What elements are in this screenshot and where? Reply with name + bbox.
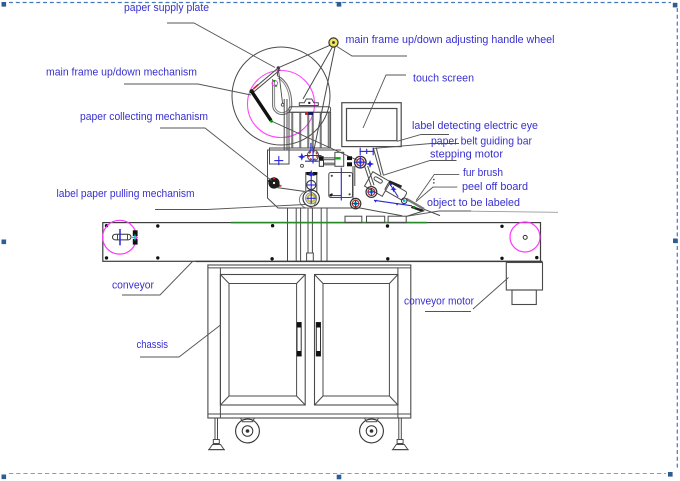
svg-text:label paper pulling mechanism: label paper pulling mechanism bbox=[57, 188, 195, 200]
svg-text:main frame up/down mechanism: main frame up/down mechanism bbox=[46, 67, 197, 79]
svg-text:paper belt guiding bar: paper belt guiding bar bbox=[431, 136, 532, 148]
svg-text:stepping motor: stepping motor bbox=[430, 149, 503, 161]
svg-text:paper supply plate: paper supply plate bbox=[124, 2, 209, 14]
svg-text:conveyor motor: conveyor motor bbox=[404, 296, 474, 308]
svg-text:main frame up/down adjusting h: main frame up/down adjusting handle whee… bbox=[346, 34, 555, 46]
svg-text:label detecting electric eye: label detecting electric eye bbox=[412, 120, 538, 132]
svg-text:conveyor: conveyor bbox=[112, 280, 154, 292]
svg-text:fur brush: fur brush bbox=[463, 167, 503, 179]
svg-text:chassis: chassis bbox=[137, 339, 169, 351]
svg-text:object to be labeled: object to be labeled bbox=[427, 197, 520, 209]
svg-text:peel off board: peel off board bbox=[462, 181, 528, 193]
svg-text:touch screen: touch screen bbox=[413, 73, 474, 85]
svg-text:paper collecting mechanism: paper collecting mechanism bbox=[80, 111, 208, 123]
